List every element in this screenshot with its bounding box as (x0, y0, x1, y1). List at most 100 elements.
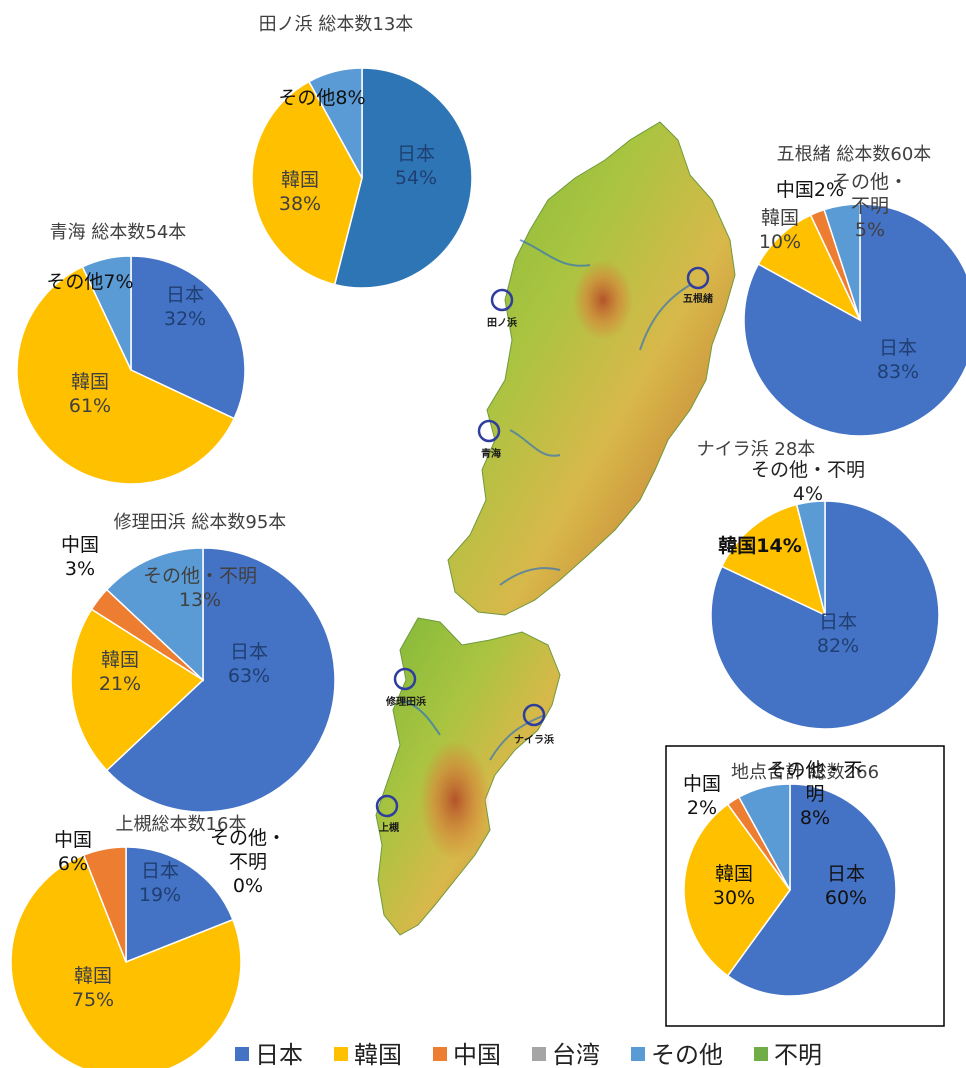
location-oumi: 青海 (477, 419, 501, 460)
location-kamitsuki: 上槻 (375, 794, 399, 834)
chart-title: 五根緒 総本数60本 (777, 144, 932, 165)
legend-swatch (631, 1047, 645, 1061)
legend-label: 台湾 (552, 1041, 600, 1068)
legend-item-japan: 日本 (235, 1041, 303, 1068)
pie-slice (726, 783, 897, 997)
legend-item-taiwan: 台湾 (532, 1041, 600, 1068)
location-label: 修理田浜 (385, 695, 426, 708)
pie-slice (82, 846, 127, 963)
rivers (399, 239, 691, 761)
data-label: その他7% (46, 271, 133, 293)
total-chart-frame (665, 745, 945, 1027)
location-konoo: 五根緒 (683, 266, 713, 305)
pie-slice (251, 80, 363, 286)
legend-swatch (433, 1047, 447, 1061)
legend-label: その他 (651, 1041, 723, 1068)
legend: 日本 韓国 中国 台湾 その他 不明 (235, 1041, 822, 1068)
legend-item-korea: 韓国 (334, 1041, 402, 1068)
island-north (447, 121, 736, 616)
legend-label: 不明 (774, 1041, 822, 1068)
location-marker (522, 703, 546, 727)
pie-slice (105, 547, 204, 682)
legend-swatch (532, 1047, 546, 1061)
chart-title: 修理田浜 総本数95本 (114, 512, 287, 533)
pie-slice (743, 203, 966, 437)
location-marker (686, 266, 710, 290)
legend-item-unknown: 不明 (754, 1041, 822, 1068)
data-label: 韓国14% (718, 534, 801, 557)
chart-title: 青海 総本数54本 (50, 222, 187, 243)
location-label: 田ノ浜 (487, 316, 517, 329)
pie-slice (105, 547, 336, 813)
location-label: ナイラ浜 (514, 733, 554, 746)
pie-slice (823, 203, 861, 321)
pie-slice (757, 214, 862, 322)
legend-label: 中国 (453, 1041, 501, 1068)
mountain-peak (420, 740, 490, 860)
pie-slice (737, 783, 791, 891)
location-marker (477, 419, 501, 443)
data-label: 中国2% (776, 179, 844, 201)
pie-slice (70, 608, 205, 772)
location-shuridahama: 修理田浜 (385, 667, 426, 708)
data-label: その他8% (278, 87, 365, 109)
pie-slice (333, 67, 473, 289)
pie-slice (720, 503, 827, 617)
legend-label: 韓国 (354, 1041, 402, 1068)
legend-item-other: その他 (631, 1041, 723, 1068)
legend-swatch (334, 1047, 348, 1061)
chart-title: 地点合計 総数266 (731, 762, 879, 783)
location-label: 青海 (481, 447, 501, 460)
chart-title: 上槻総本数16本 (116, 814, 247, 835)
legend-swatch (754, 1047, 768, 1061)
legend-swatch (235, 1047, 249, 1061)
chart-title: 田ノ浜 総本数13本 (259, 14, 414, 35)
legend-item-china: 中国 (433, 1041, 501, 1068)
island-map: 田ノ浜 五根緒 青海 修理田浜 ナイラ浜 上槻 (375, 121, 736, 936)
location-label: 上槻 (379, 821, 399, 834)
pie-slice (130, 255, 246, 420)
pie-slice (795, 500, 826, 616)
legend-label: 日本 (255, 1041, 303, 1068)
location-marker (375, 794, 399, 818)
mountain-peak (573, 260, 633, 340)
location-tanohama: 田ノ浜 (487, 288, 517, 329)
pie-slice (16, 265, 236, 485)
pie-slice (10, 854, 242, 1068)
pie-slice (81, 255, 132, 371)
chart-title: ナイラ浜 28本 (697, 439, 816, 460)
location-label: 五根緒 (683, 292, 713, 305)
location-nairahama: ナイラ浜 (514, 703, 554, 746)
pie-slice (307, 67, 363, 179)
pie-slice (683, 803, 791, 977)
pie-slice (125, 846, 234, 964)
